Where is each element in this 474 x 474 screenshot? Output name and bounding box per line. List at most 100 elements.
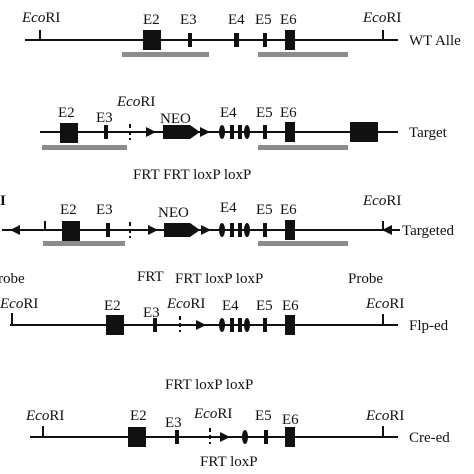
targeted-loxp-2: [244, 223, 250, 237]
wt-exon-e6: [285, 30, 295, 50]
flped-ecori-mid-ri: RI: [190, 296, 205, 312]
creed-label-e2: E2: [130, 408, 147, 424]
target-exon-e4-a: [230, 125, 234, 139]
creed-exon-e5: [264, 430, 268, 444]
svg-text:EcoRI: EcoRI: [166, 296, 205, 312]
wt-label-e3: E3: [180, 12, 197, 28]
flped-ecori-left-eco: Eco: [0, 296, 24, 312]
flped-probe-left: robe: [0, 271, 25, 287]
wt-exon-e4: [234, 33, 239, 47]
targeted-neo-cassette: [164, 223, 200, 237]
creed-label-e3: E3: [165, 415, 182, 431]
target-vector-block: [350, 122, 378, 142]
target-exon-e2: [60, 123, 78, 143]
targeted-exon-e4-b: [238, 223, 242, 237]
svg-text:EcoRI: EcoRI: [0, 296, 38, 312]
wt-probe-right: [258, 52, 348, 57]
flped-frt: [196, 320, 206, 330]
row-targeted: FRT FRT loxP loxP I E2 E3 NEO E4 E5 E6 E…: [0, 167, 454, 246]
wt-ecori-left-eco: Eco: [21, 10, 46, 26]
creed-row-name: Cre-ed: [409, 430, 450, 446]
creed-ecori-mid-ri: RI: [217, 406, 232, 422]
creed-site-labels-top: FRT loxP loxP: [165, 377, 253, 393]
target-ecori-ri: RI: [140, 94, 155, 110]
creed-ecori-left-eco: Eco: [25, 408, 50, 424]
targeted-label-e4: E4: [220, 200, 237, 216]
targeted-exon-e4-a: [230, 223, 234, 237]
wt-ecori-right-eco: Eco: [362, 10, 387, 26]
targeted-ecori-right-eco: Eco: [362, 193, 387, 209]
creed-site-labels-bottom: FRT loxP: [200, 454, 258, 470]
targeted-probe-left: [43, 241, 125, 246]
creed-frt: [220, 432, 230, 442]
targeted-exon-e3: [106, 223, 110, 237]
target-frt-2: [200, 127, 210, 137]
flped-probe-right: Probe: [348, 271, 383, 287]
targeted-primer-arrow-right: [382, 225, 392, 235]
flped-label-e4: E4: [222, 298, 239, 314]
flped-site-labels: FRT loxP loxP: [175, 271, 263, 287]
creed-exon-e3: [175, 430, 179, 444]
creed-label-e5: E5: [255, 408, 272, 424]
wt-label-e4: E4: [228, 12, 245, 28]
flped-site-frt: FRT: [137, 269, 164, 285]
target-exon-e6: [285, 122, 295, 142]
creed-ecori-mid-eco: Eco: [193, 406, 218, 422]
creed-ecori-right-eco: Eco: [365, 408, 390, 424]
targeted-site-labels: FRT FRT loxP loxP: [133, 167, 251, 183]
svg-text:EcoRI: EcoRI: [362, 10, 401, 26]
target-loxp-2: [244, 125, 250, 139]
creed-exon-e2: [128, 427, 146, 447]
flped-exon-e3: [153, 318, 157, 332]
targeted-probe-right: [258, 241, 348, 246]
target-exon-e5: [263, 125, 267, 139]
row-creed: FRT loxP loxP EcoRI EcoRI EcoRI E2 E3 E5…: [25, 377, 450, 470]
targeted-loxp-1: [219, 223, 225, 237]
flped-label-e2: E2: [104, 298, 121, 314]
target-neo-cassette: [163, 125, 200, 139]
flped-exon-e5: [263, 318, 267, 332]
row-target: E2 E3 EcoRI NEO E4 E5 E6 Target: [40, 94, 448, 150]
target-probe-right: [258, 145, 348, 150]
flped-ecori-mid-eco: Eco: [166, 296, 191, 312]
target-exon-e4-b: [238, 125, 242, 139]
wt-label-e2: E2: [143, 12, 160, 28]
svg-text:EcoRI: EcoRI: [365, 408, 404, 424]
flped-loxp-2: [244, 318, 250, 332]
flped-row-name: Flp-ed: [409, 318, 449, 334]
flped-label-e3: E3: [143, 305, 160, 321]
flped-exon-e4-a: [230, 318, 234, 332]
flped-exon-e6: [285, 315, 295, 335]
wt-label-e6: E6: [280, 12, 297, 28]
flped-exon-e2: [106, 315, 124, 335]
svg-text:EcoRI: EcoRI: [362, 193, 401, 209]
targeted-ecori-right-ri: RI: [386, 193, 401, 209]
target-ecori-eco: Eco: [116, 94, 141, 110]
row-wt-allele: EcoRI EcoRI E2 E3 E4 E5 E6 WT Alle: [21, 10, 461, 57]
flped-ecori-right-ri: RI: [389, 296, 404, 312]
target-probe-left: [42, 145, 127, 150]
svg-text:EcoRI: EcoRI: [365, 296, 404, 312]
creed-ecori-left-ri: RI: [49, 408, 64, 424]
target-label-e5: E5: [256, 105, 273, 121]
targeted-frt-2: [201, 225, 211, 235]
targeted-row-name: Targeted: [402, 223, 454, 239]
target-label-neo: NEO: [160, 111, 191, 127]
wt-row-name: WT Alle: [409, 33, 461, 49]
creed-label-e6: E6: [282, 412, 299, 428]
target-row-name: Target: [409, 125, 448, 141]
svg-text:EcoRI: EcoRI: [193, 406, 232, 422]
targeted-label-e6: E6: [280, 202, 297, 218]
wt-probe-left: [122, 52, 209, 57]
creed-loxp: [242, 430, 248, 444]
target-label-e3: E3: [96, 110, 113, 126]
wt-label-e5: E5: [255, 12, 272, 28]
wt-ecori-right-ri: RI: [386, 10, 401, 26]
targeted-exon-e2: [62, 221, 80, 241]
targeted-label-e2: E2: [60, 202, 77, 218]
target-exon-e3: [104, 125, 108, 139]
flped-ecori-right-eco: Eco: [365, 296, 390, 312]
row-flped: robe Probe FRT FRT loxP loxP EcoRI EcoRI…: [0, 269, 449, 335]
svg-text:EcoRI: EcoRI: [116, 94, 155, 110]
